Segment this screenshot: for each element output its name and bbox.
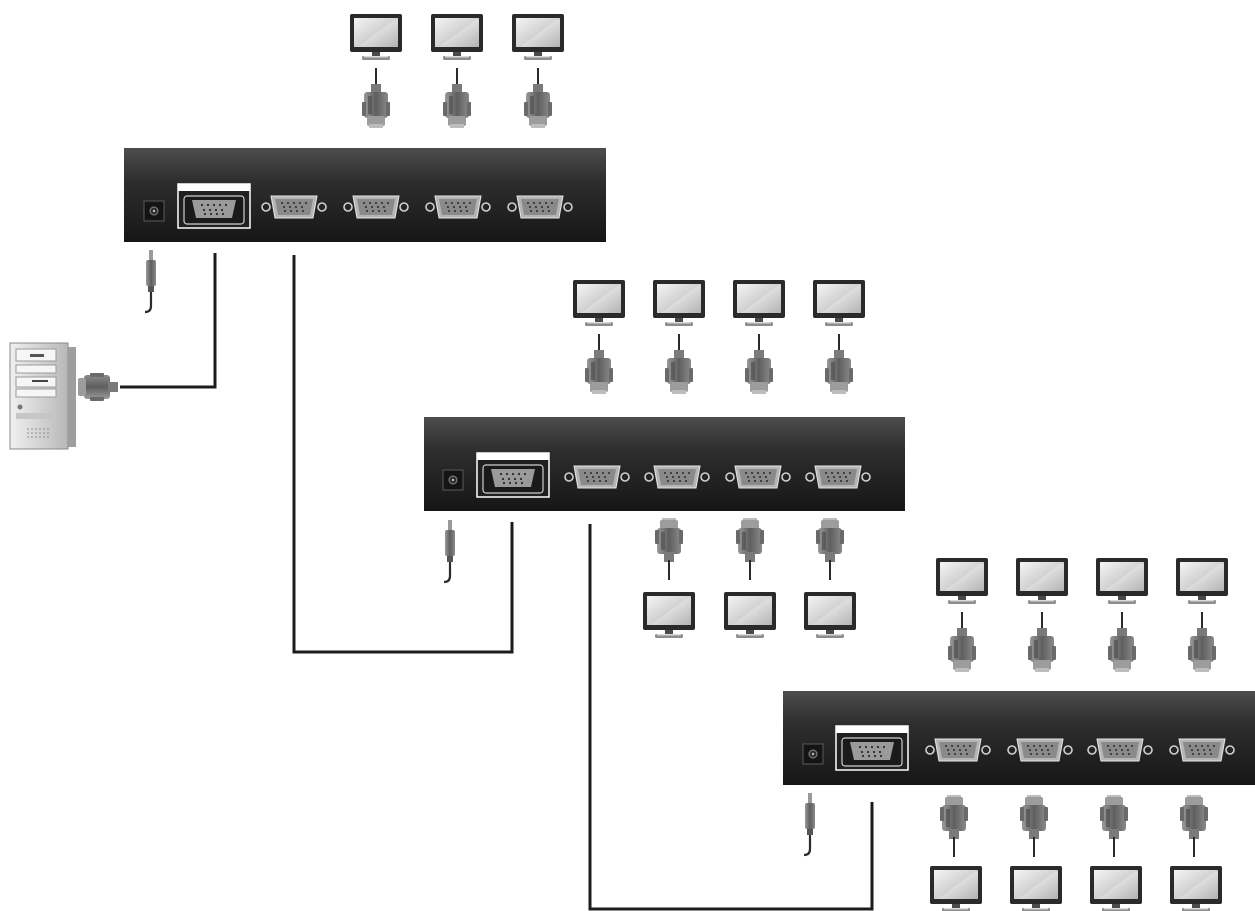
vga-connector-icon: [1107, 611, 1137, 673]
splitter-3: [783, 691, 1255, 785]
power-adapter-icon: [802, 791, 817, 857]
vga-connector-icon: [824, 333, 854, 395]
vga-connector-icon: [1099, 794, 1129, 858]
splitter-1: [124, 148, 606, 242]
desktop-pc-icon: [9, 342, 76, 450]
vga-connector-icon: [735, 517, 765, 581]
cable-splitter-2-to-splitter-3: [588, 524, 874, 911]
power-adapter-icon: [442, 518, 457, 584]
vga-port-icon: [476, 452, 550, 498]
monitor-icon: [1090, 866, 1142, 911]
vga-connector-icon: [654, 517, 684, 581]
power-adapter-icon: [143, 248, 158, 314]
vga-connector-icon: [664, 333, 694, 395]
vga-connector-icon: [78, 373, 118, 401]
vga-connector-icon: [1027, 611, 1057, 673]
vga-connector-icon: [1019, 794, 1049, 858]
dc-jack-icon: [802, 743, 824, 765]
vga-connector-icon: [1179, 794, 1209, 858]
vga-connector-icon: [442, 67, 472, 129]
vga-connector-icon: [815, 517, 845, 581]
monitor-icon: [431, 14, 483, 60]
monitor-icon: [936, 558, 988, 604]
monitor-icon: [350, 14, 402, 60]
splitter-2: [424, 417, 905, 511]
monitor-icon: [813, 280, 865, 326]
monitor-icon: [1010, 866, 1062, 911]
vga-connector-icon: [523, 67, 553, 129]
dc-jack-icon: [442, 469, 464, 491]
monitor-icon: [804, 592, 856, 638]
cable-pc-to-splitter-1: [120, 253, 217, 389]
monitor-icon: [1096, 558, 1148, 604]
cable-lines: [120, 253, 874, 911]
monitor-icon: [573, 280, 625, 326]
monitor-icon: [1176, 558, 1228, 604]
dc-jack-icon: [143, 200, 165, 222]
vga-port-icon: [177, 183, 251, 229]
cable-splitter-1-to-splitter-2: [292, 255, 514, 654]
vga-port-icon: [835, 725, 909, 771]
vga-connector-icon: [584, 333, 614, 395]
monitor-icon: [643, 592, 695, 638]
monitor-icon: [733, 280, 785, 326]
vga-connector-icon: [939, 794, 969, 858]
monitor-icon: [512, 14, 564, 60]
monitor-icon: [1016, 558, 1068, 604]
vga-connector-icon: [947, 611, 977, 673]
monitor-icon: [724, 592, 776, 638]
monitor-icon: [653, 280, 705, 326]
monitor-icon: [1170, 866, 1222, 911]
monitor-icon: [930, 866, 982, 911]
vga-connector-icon: [744, 333, 774, 395]
vga-connector-icon: [361, 67, 391, 129]
vga-connector-icon: [1187, 611, 1217, 673]
